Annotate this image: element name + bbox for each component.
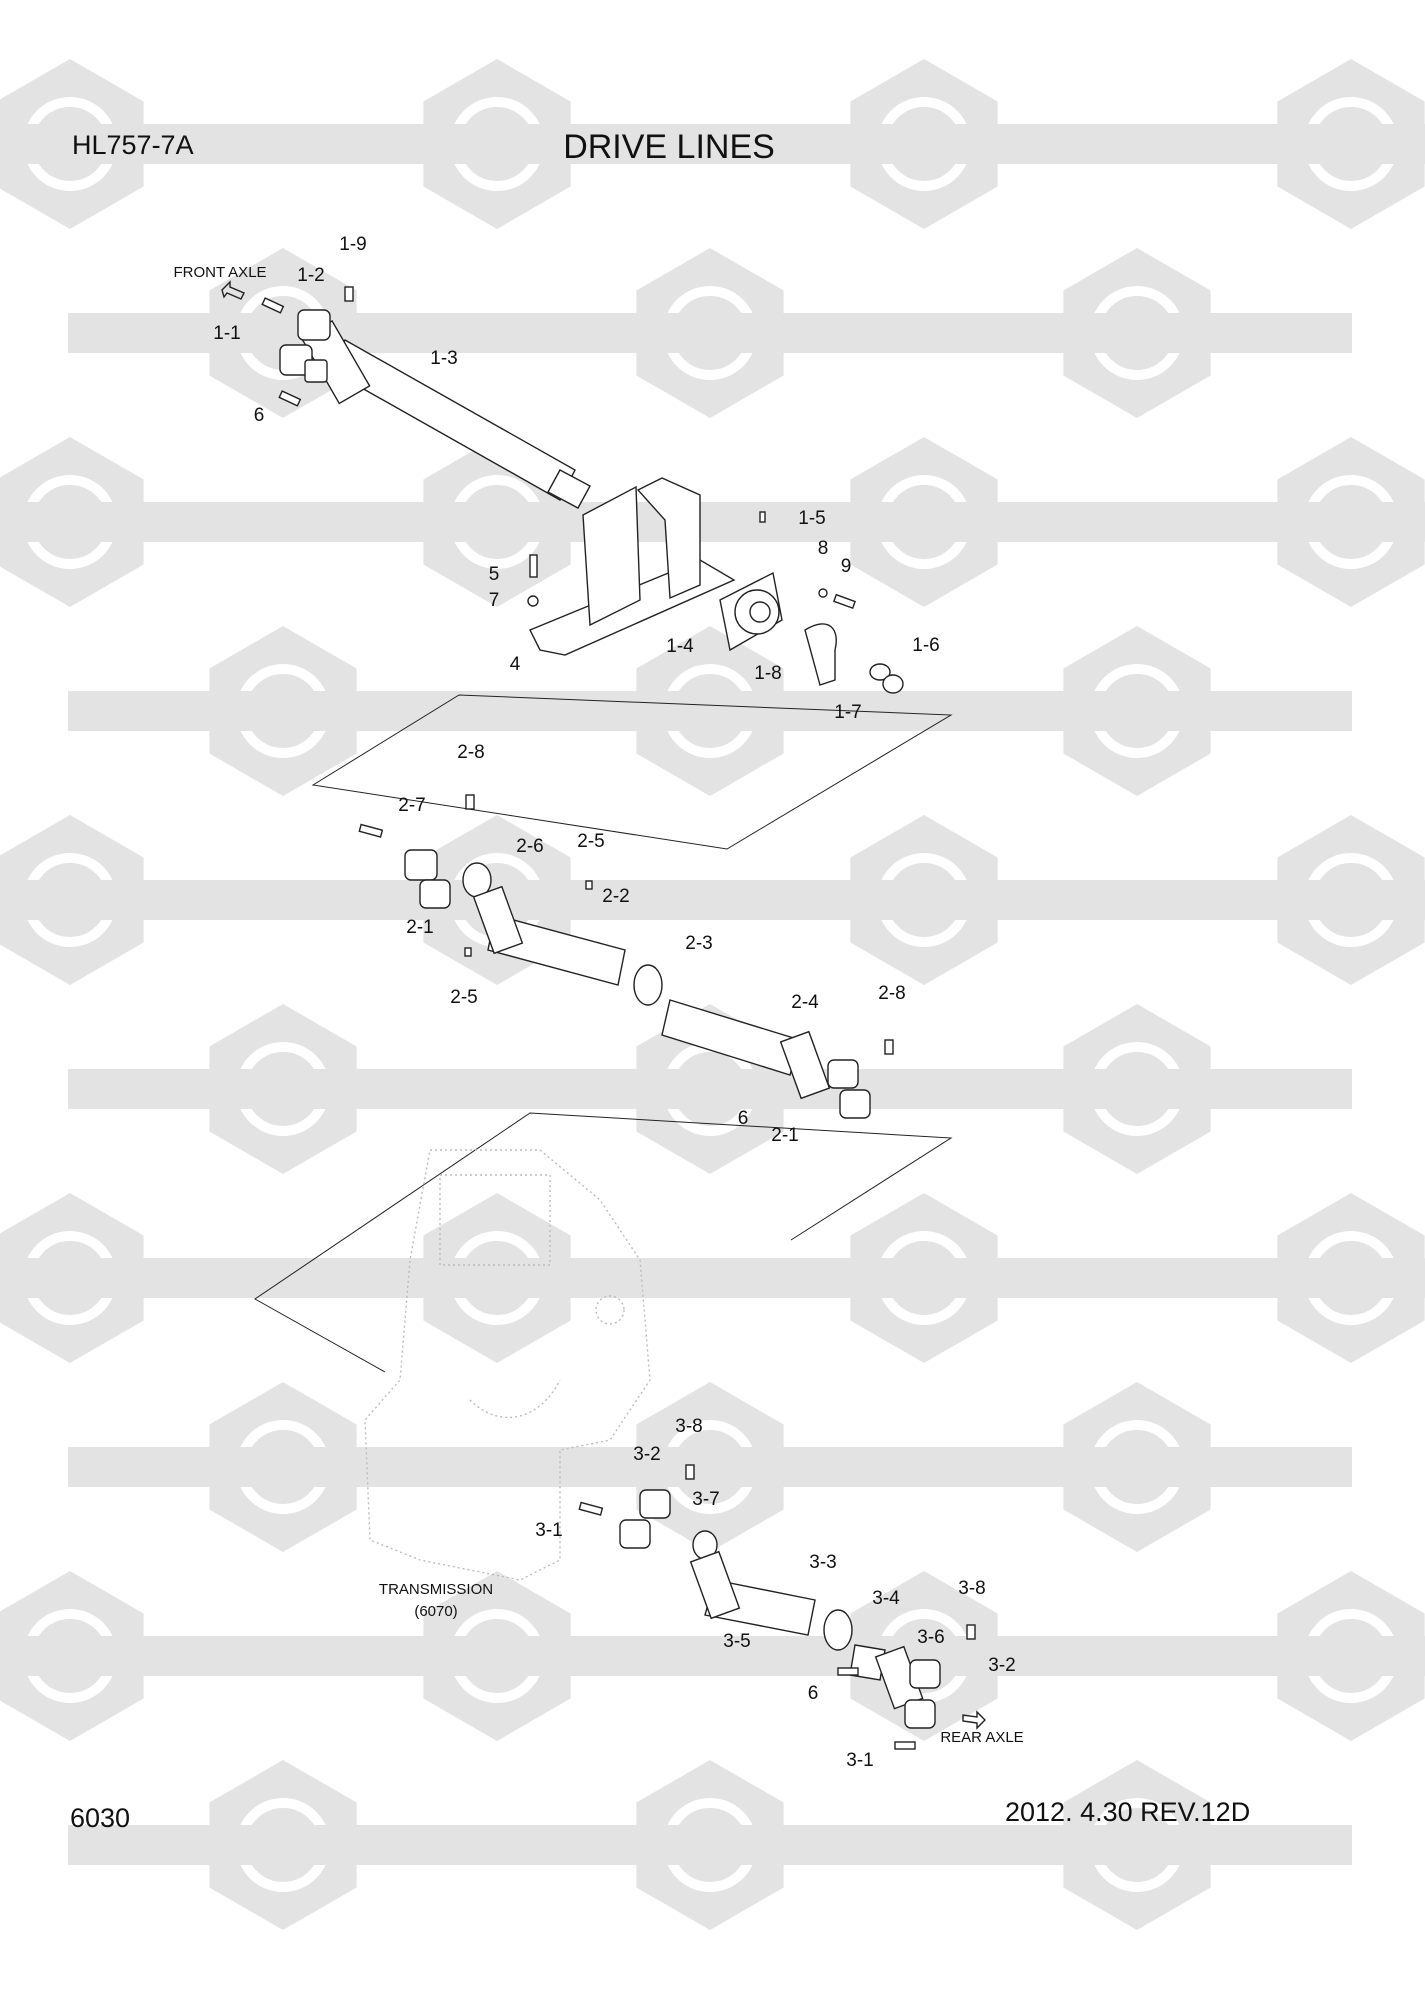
- callout[interactable]: 3-3: [809, 1552, 837, 1573]
- page-title: DRIVE LINES: [563, 128, 775, 166]
- callout[interactable]: 3-1: [846, 1750, 874, 1771]
- front-axle-arrow-icon: [221, 280, 245, 300]
- page-number: 6030: [70, 1803, 131, 1833]
- callout[interactable]: 3-5: [723, 1631, 751, 1652]
- watermark-logo: [0, 59, 285, 229]
- callout[interactable]: 6: [807, 1683, 819, 1704]
- assembly-plane-2: [254, 1112, 953, 1373]
- front-axle-note: FRONT AXLE: [173, 264, 267, 281]
- assembly-plane-1: [311, 694, 953, 850]
- intermediate-drive-shaft-2: [358, 794, 894, 1119]
- watermark-logo: [0, 815, 285, 985]
- watermark-logo: [922, 1760, 1352, 1930]
- callout[interactable]: 1-7: [834, 702, 862, 723]
- callout[interactable]: 1-5: [798, 508, 826, 529]
- callout[interactable]: 3-4: [872, 1588, 900, 1609]
- callout[interactable]: 2-1: [406, 917, 434, 938]
- center-bearing-1-4: [719, 511, 904, 694]
- watermark-logo: [922, 626, 1352, 796]
- callout[interactable]: 3-8: [675, 1416, 703, 1437]
- watermark-logo: [922, 1004, 1352, 1174]
- center-bearing-bracket-4: [527, 477, 736, 656]
- callout[interactable]: 3-2: [988, 1655, 1016, 1676]
- watermark-logo: [68, 626, 498, 796]
- callout[interactable]: 2-8: [878, 983, 906, 1004]
- rear-axle-note: REAR AXLE: [940, 1729, 1024, 1746]
- callout[interactable]: 1-2: [297, 265, 325, 286]
- callout[interactable]: 2-5: [577, 831, 605, 852]
- watermark-logo: [709, 815, 1139, 985]
- watermark-logo: [282, 59, 712, 229]
- callout[interactable]: 1-4: [666, 636, 694, 657]
- callout[interactable]: 1-1: [213, 323, 241, 344]
- watermark-logo: [282, 1571, 712, 1741]
- watermark-logo: [495, 1382, 925, 1552]
- watermark-logo: [709, 1571, 1139, 1741]
- watermark-logo: [1136, 59, 1425, 229]
- watermark-logo: [68, 1382, 498, 1552]
- callout[interactable]: 2-3: [685, 933, 713, 954]
- model-number: HL757-7A: [72, 130, 194, 160]
- callout[interactable]: 3-7: [692, 1489, 720, 1510]
- rear-drive-shaft-3: [578, 1464, 976, 1750]
- watermark-logo: [922, 1382, 1352, 1552]
- callout[interactable]: 3-1: [535, 1520, 563, 1541]
- watermark-logo: [709, 59, 1139, 229]
- callout[interactable]: 8: [817, 538, 829, 559]
- watermark-logo: [495, 626, 925, 796]
- transmission-ref-note: (6070): [414, 1603, 458, 1620]
- watermark-logo: [68, 1004, 498, 1174]
- watermark-logo: [0, 1193, 285, 1363]
- watermark-logo: [68, 1760, 498, 1930]
- watermark-logo: [1136, 1193, 1425, 1363]
- watermark-logo: [922, 248, 1352, 418]
- watermark-logo: [495, 1760, 925, 1930]
- callout[interactable]: 2-4: [791, 992, 819, 1013]
- watermark-logo: [495, 248, 925, 418]
- front-drive-shaft-1-3: [300, 320, 591, 509]
- callout[interactable]: 1-8: [754, 663, 782, 684]
- callout[interactable]: 6: [737, 1108, 749, 1129]
- callout[interactable]: 2-7: [398, 795, 426, 816]
- callout[interactable]: 7: [488, 590, 500, 611]
- watermark-logo: [1136, 815, 1425, 985]
- callout[interactable]: 3-8: [958, 1578, 986, 1599]
- rear-axle-arrow-icon: [962, 1710, 986, 1730]
- watermark-logo: [282, 1193, 712, 1363]
- callout[interactable]: 2-6: [516, 836, 544, 857]
- watermark-logo: [1136, 1571, 1425, 1741]
- callout[interactable]: 3-2: [633, 1444, 661, 1465]
- watermark-logo: [1136, 437, 1425, 607]
- transmission-note: TRANSMISSION: [378, 1581, 494, 1598]
- callout[interactable]: 4: [509, 654, 521, 675]
- revision-date: 2012. 4.30 REV.12D: [1005, 1797, 1251, 1827]
- watermark-logo: [0, 437, 285, 607]
- callout[interactable]: 2-8: [457, 742, 485, 763]
- callout[interactable]: 1-3: [430, 348, 458, 369]
- watermark-logo: [709, 437, 1139, 607]
- transmission-outline: [364, 1149, 651, 1581]
- callout[interactable]: 2-5: [450, 987, 478, 1008]
- watermark-logo: [0, 1571, 285, 1741]
- callout[interactable]: 3-6: [917, 1627, 945, 1648]
- callout[interactable]: 5: [488, 564, 500, 585]
- callout[interactable]: 6: [253, 405, 265, 426]
- callout[interactable]: 2-1: [771, 1125, 799, 1146]
- callout[interactable]: 1-9: [339, 234, 367, 255]
- watermark-logo: [709, 1193, 1139, 1363]
- universal-joint-1-2: [261, 286, 354, 407]
- callout[interactable]: 1-6: [912, 635, 940, 656]
- callout[interactable]: 2-2: [602, 886, 630, 907]
- callout[interactable]: 9: [840, 556, 852, 577]
